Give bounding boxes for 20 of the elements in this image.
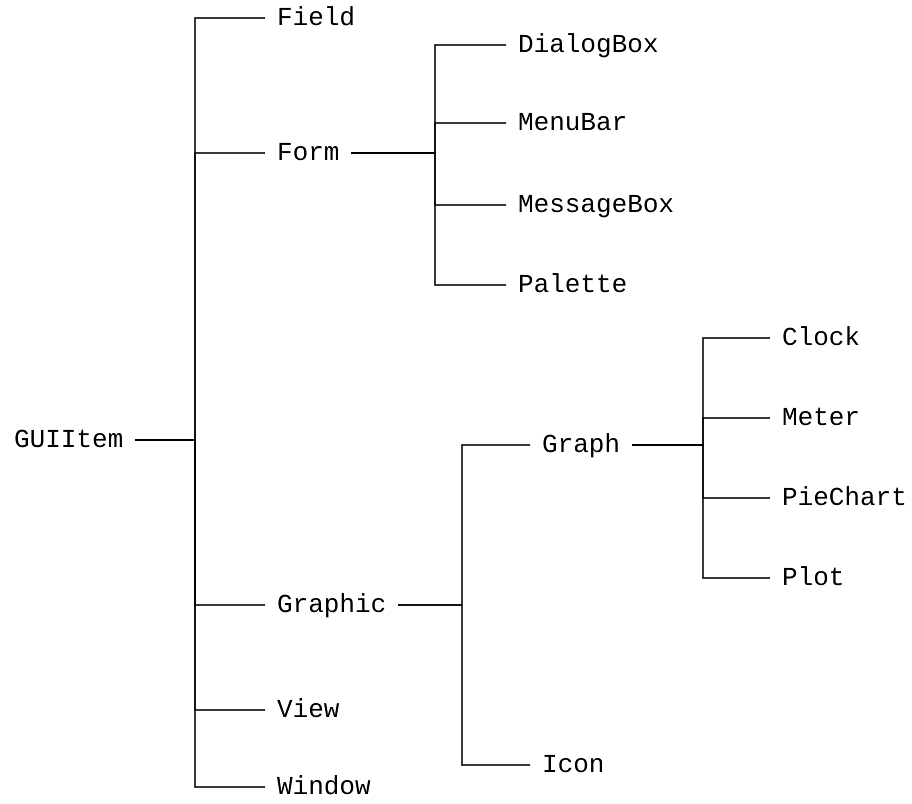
class-label: MessageBox (506, 192, 686, 218)
class-label: PieChart (770, 485, 912, 511)
connector-line (632, 444, 770, 579)
connector-line (398, 604, 530, 766)
class-label: Palette (506, 272, 640, 298)
class-label: Field (265, 5, 368, 31)
class-label: Form (265, 140, 352, 166)
class-label: Plot (770, 565, 856, 591)
class-label: Clock (770, 325, 872, 351)
connector-line (135, 439, 265, 788)
class-label: DialogBox (506, 32, 670, 58)
class-label: Window (265, 774, 383, 800)
class-label: Meter (770, 405, 872, 431)
class-label: Graphic (265, 592, 398, 618)
class-label: GUIItem (2, 427, 136, 453)
class-label: MenuBar (506, 110, 640, 136)
class-label: Graph (530, 432, 632, 458)
connector-line (351, 152, 506, 286)
class-label: View (265, 697, 352, 723)
class-label: Icon (530, 752, 616, 778)
